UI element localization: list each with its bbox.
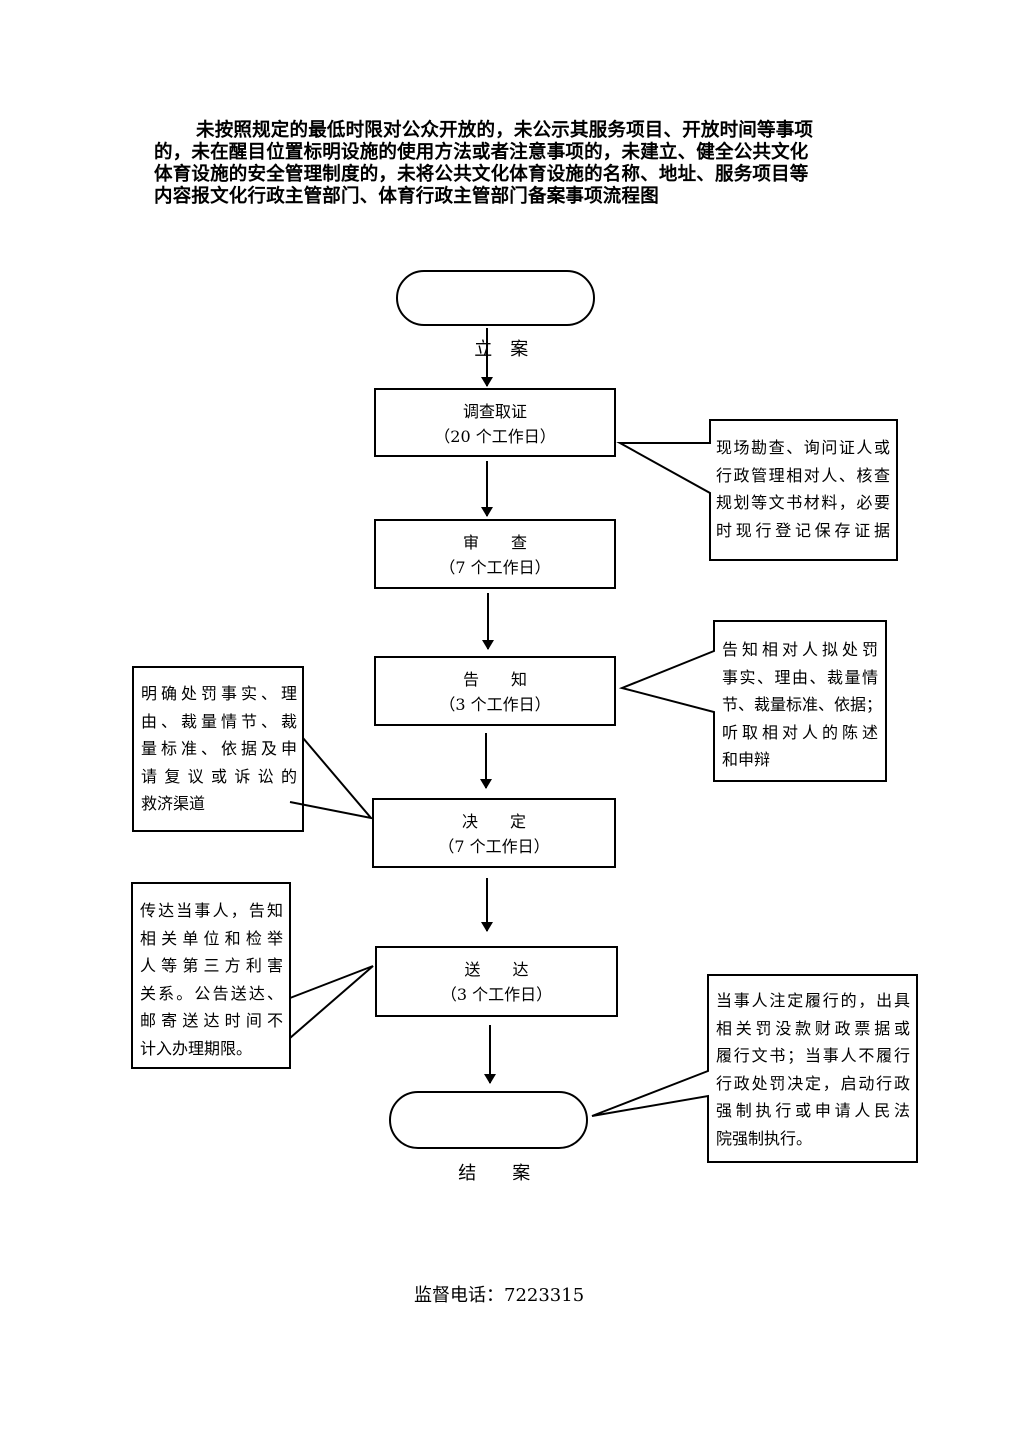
step-investigation-label: 调查取证 — [462, 402, 527, 421]
note-delivery-line: 传达当事人，告知 — [140, 901, 283, 920]
step-review: 审 查 （7 个工作日） — [374, 519, 616, 589]
note-decision-line: 救济渠道 — [141, 794, 206, 813]
step-investigation-duration: （20 个工作日） — [434, 427, 556, 446]
note-investigation-line: 时现行登记保存证据 — [716, 520, 890, 540]
note-delivery-line: 关系。公告送达、 — [140, 983, 283, 1003]
note-notify: 告知相对人拟处罚 事实、理由、裁量情 节、裁量标准、依据； 听取相对人的陈述 和… — [722, 636, 883, 774]
title-line-2: 的，未在醒目位置标明设施的使用方法或者注意事项的，未建立、健全公共文化 — [154, 142, 809, 163]
start-label: 立 案 — [474, 339, 529, 360]
callout-delivery-pointer — [289, 965, 374, 1039]
note-notify-line: 事实、理由、裁量情 — [722, 667, 878, 687]
callout-investigation — [616, 419, 898, 561]
step-notify-label: 告 知 — [462, 670, 527, 689]
note-investigation-line: 规划等文书材料，必要 — [716, 493, 890, 512]
note-decision-line: 量标准、依据及申 — [141, 739, 297, 758]
page-title: 未按照规定的最低时限对公众开放的，未公示其服务项目、开放时间等事项 的，未在醒目… — [154, 120, 876, 208]
note-close-line: 履行文书；当事人不履行 — [716, 1046, 910, 1065]
note-notify-line: 听取相对人的陈述 — [722, 722, 878, 742]
note-delivery-line: 人等第三方利害 — [140, 956, 283, 975]
note-notify-line: 告知相对人拟处罚 — [722, 640, 878, 659]
supervision-phone: 监督电话：7223315 — [414, 1285, 585, 1306]
note-notify-line: 节、裁量标准、依据； — [722, 695, 883, 714]
step-delivery: 送 达 （3 个工作日） — [375, 946, 618, 1017]
note-close-line: 相关罚没款财政票据或 — [716, 1018, 910, 1038]
title-line-3: 体育设施的安全管理制度的，未将公共文化体育设施的名称、地址、服务项目等 — [154, 164, 809, 185]
step-investigation: 调查取证 （20 个工作日） — [374, 388, 616, 457]
step-delivery-label: 送 达 — [464, 960, 529, 979]
end-label: 结 案 — [458, 1163, 531, 1184]
note-decision-line: 由、裁量情节、裁 — [141, 711, 297, 731]
note-delivery: 传达当事人，告知 相关单位和检举 人等第三方利害 关系。公告送达、 邮寄送达时间… — [140, 897, 283, 1062]
note-delivery-line: 邮寄送达时间不 — [140, 1011, 283, 1030]
step-review-label: 审 查 — [462, 533, 527, 552]
note-delivery-line: 计入办理期限。 — [140, 1038, 253, 1058]
note-delivery-line: 相关单位和检举 — [140, 928, 283, 948]
step-decision: 决 定 （7 个工作日） — [372, 798, 616, 868]
note-decision: 明确处罚事实、理 由、裁量情节、裁 量标准、依据及申 请复议或诉讼的 救济渠道 — [141, 680, 297, 818]
note-close-line: 当事人注定履行的，出具 — [716, 991, 910, 1010]
start-node: 立 案 — [396, 270, 595, 360]
callout-decision-pointer — [289, 737, 374, 820]
note-decision-line: 明确处罚事实、理 — [141, 684, 297, 703]
note-investigation-line: 现场勘查、询问证人或 — [716, 438, 890, 457]
note-close-line: 行政处罚决定，启动行政 — [716, 1073, 910, 1093]
callout-delivery — [131, 882, 291, 1069]
callout-close — [591, 974, 918, 1163]
step-notify: 告 知 （3 个工作日） — [374, 656, 616, 726]
step-decision-label: 决 定 — [461, 812, 526, 831]
end-node: 结 案 — [389, 1091, 588, 1184]
note-investigation-line: 行政管理相对人、核查 — [716, 465, 890, 485]
note-decision-line: 请复议或诉讼的 — [141, 766, 297, 786]
callout-notify — [618, 620, 887, 782]
title-line-4: 内容报文化行政主管部门、体育行政主管部门备案事项流程图 — [154, 186, 659, 207]
step-notify-duration: （3 个工作日） — [439, 695, 551, 714]
step-review-duration: （7 个工作日） — [439, 558, 551, 577]
callout-decision — [132, 666, 304, 832]
step-delivery-duration: （3 个工作日） — [440, 985, 553, 1004]
note-close-line: 强制执行或申请人民法 — [716, 1101, 910, 1120]
note-close: 当事人注定履行的，出具 相关罚没款财政票据或 履行文书；当事人不履行 行政处罚决… — [716, 987, 910, 1152]
note-notify-line: 和申辩 — [722, 750, 771, 769]
note-investigation: 现场勘查、询问证人或 行政管理相对人、核查 规划等文书材料，必要 时现行登记保存… — [716, 434, 890, 544]
note-close-line: 院强制执行。 — [716, 1128, 813, 1148]
title-line-1: 未按照规定的最低时限对公众开放的，未公示其服务项目、开放时间等事项 — [196, 120, 814, 141]
step-decision-duration: （7 个工作日） — [438, 837, 550, 856]
